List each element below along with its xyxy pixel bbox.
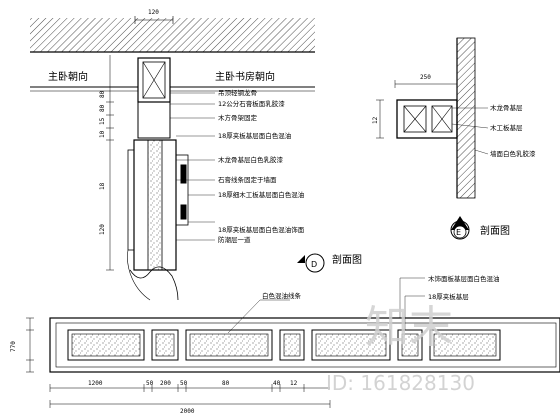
watermark-id: ID: 161828130 [326, 371, 475, 395]
svg-text:木饰面板基层面白色混油: 木饰面板基层面白色混油 [428, 274, 500, 283]
svg-text:15: 15 [99, 117, 106, 125]
section-d-letter: D [311, 260, 317, 269]
elevation-notes: 白色混油线条 木饰面板基层面白色混油 18厚夹板基层 [262, 274, 500, 301]
svg-text:石膏线条固定于墙面: 石膏线条固定于墙面 [218, 175, 277, 184]
svg-text:200: 200 [160, 380, 171, 387]
svg-text:12: 12 [290, 380, 298, 387]
svg-text:18厚夹板基层面白色混油饰面: 18厚夹板基层面白色混油饰面 [218, 225, 305, 234]
svg-text:80: 80 [99, 104, 106, 112]
heading-study: 主卧书房朝向 [215, 70, 275, 83]
section-e-notes: 木龙骨基层 木工板基层 墙面白色乳胶漆 [490, 103, 536, 158]
svg-text:50: 50 [180, 380, 188, 387]
left-dimension-labels: 80 80 15 10 18 120 [99, 90, 106, 235]
bottom-dimension-labels: 1200 50 200 50 80 40 12 2000 [88, 380, 298, 415]
svg-text:18: 18 [99, 182, 106, 190]
dim-e-inner: 12 [372, 116, 379, 124]
svg-text:40: 40 [273, 380, 281, 387]
svg-text:2000: 2000 [180, 408, 195, 415]
svg-text:1200: 1200 [88, 380, 103, 387]
svg-text:白色混油线条: 白色混油线条 [262, 291, 302, 300]
partition-wall-section [30, 16, 315, 301]
svg-text:80: 80 [222, 380, 230, 387]
section-e-letter: E [456, 228, 461, 237]
svg-text:18厚夹板基层面白色混油: 18厚夹板基层面白色混油 [218, 131, 291, 140]
svg-text:木方骨架固定: 木方骨架固定 [218, 113, 258, 122]
svg-text:10: 10 [99, 130, 106, 138]
partition-notes: 吊顶轻钢龙骨 12公分石膏板面乳胶漆 木方骨架固定 18厚夹板基层面白色混油 木… [218, 88, 305, 244]
svg-text:50: 50 [146, 380, 154, 387]
svg-text:120: 120 [99, 224, 106, 235]
svg-text:12公分石膏板面乳胶漆: 12公分石膏板面乳胶漆 [218, 99, 285, 108]
heading-master-bedroom: 主卧朝向 [48, 70, 88, 83]
section-d-marker [297, 253, 325, 273]
dim-e-width: 250 [420, 74, 431, 81]
svg-text:18厚细木工板基层面白色混油: 18厚细木工板基层面白色混油 [218, 190, 304, 199]
watermark-brand: 知末 [365, 302, 453, 353]
section-d-title: 剖面图 [332, 253, 362, 266]
svg-text:防潮层一道: 防潮层一道 [218, 235, 251, 244]
svg-text:吊顶轻钢龙骨: 吊顶轻钢龙骨 [218, 88, 257, 97]
svg-text:墙面白色乳胶漆: 墙面白色乳胶漆 [490, 149, 536, 158]
section-e-detail [376, 37, 489, 199]
section-e-title: 剖面图 [480, 224, 510, 237]
section-e-marker [450, 216, 470, 240]
ceiling-slab [30, 18, 315, 53]
elevation-panel [26, 277, 560, 408]
dim-top-width: 120 [148, 9, 159, 16]
svg-text:18厚夹板基层: 18厚夹板基层 [428, 292, 469, 301]
svg-text:木龙骨基层: 木龙骨基层 [490, 103, 523, 112]
dim-left-total: 770 [10, 341, 17, 352]
svg-text:80: 80 [99, 90, 106, 98]
svg-text:木工板基层: 木工板基层 [490, 123, 523, 132]
svg-text:木龙骨基层白色乳胶漆: 木龙骨基层白色乳胶漆 [218, 155, 284, 164]
